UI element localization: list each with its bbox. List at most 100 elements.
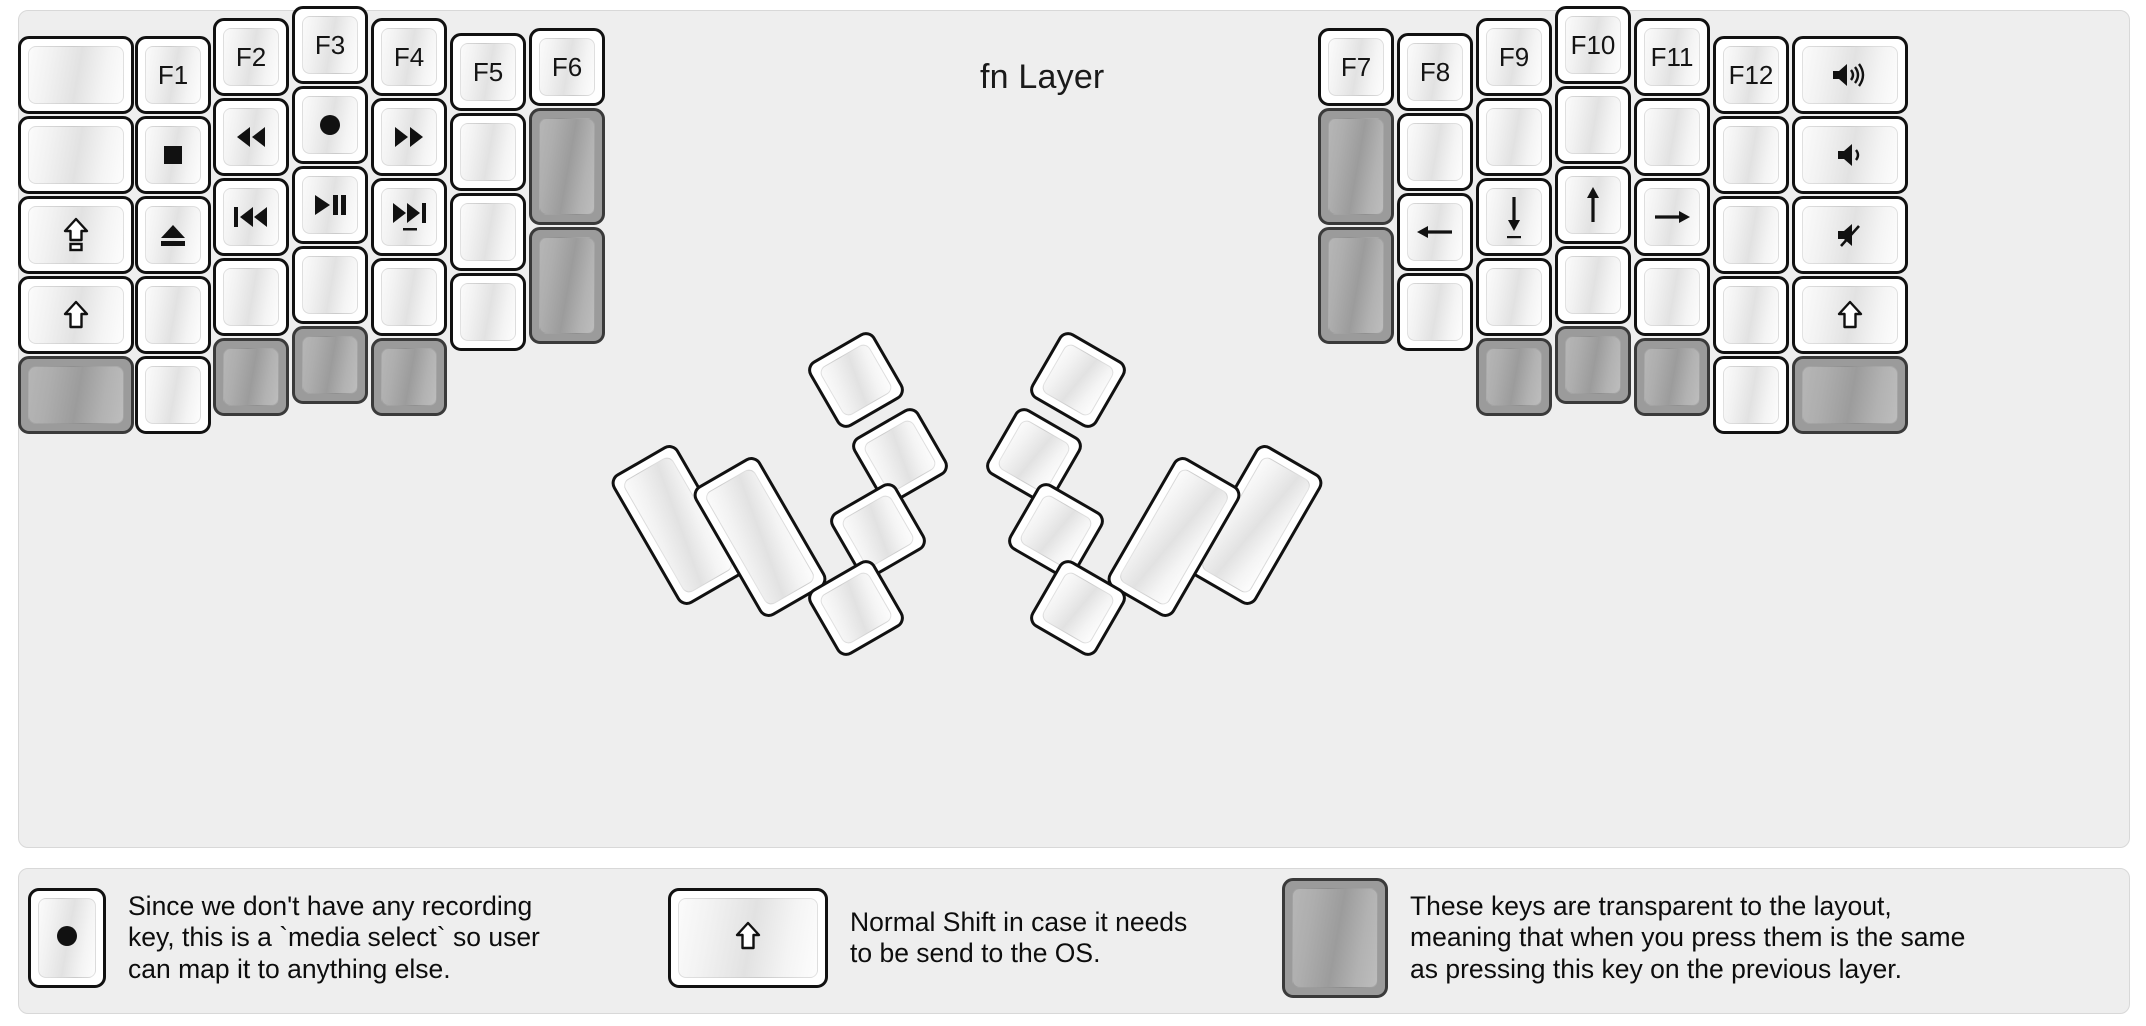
- key-label: F4: [393, 42, 425, 72]
- key-right-pinky-outer-column-1[interactable]: [1792, 116, 1908, 194]
- key-right-middle-column-0[interactable]: F10: [1555, 6, 1631, 84]
- key-cap-surface: [1486, 188, 1542, 246]
- key-cap-surface: [1039, 569, 1117, 647]
- key-right-pinky-outer-column-2[interactable]: [1792, 196, 1908, 274]
- key-left-pinky-outer-column-1[interactable]: [18, 116, 134, 194]
- key-left-thumb-4[interactable]: [826, 479, 930, 583]
- key-left-middle-column-0[interactable]: F3: [292, 6, 368, 84]
- key-right-inner-column-2[interactable]: [1318, 227, 1394, 344]
- key-right-pinky-outer-column-3[interactable]: [1792, 276, 1908, 354]
- key-cap-surface: [28, 46, 124, 104]
- key-cap-surface: [1802, 366, 1898, 424]
- key-right-thumb-4[interactable]: [1004, 479, 1108, 583]
- key-left-ring-column-3[interactable]: [213, 258, 289, 336]
- key-left-middle-column-1[interactable]: [292, 86, 368, 164]
- media-next-track-icon: [390, 201, 428, 233]
- key-left-ring-column-4[interactable]: [213, 338, 289, 416]
- key-cap-surface: [460, 203, 516, 261]
- key-label: F11: [1650, 42, 1694, 72]
- key-cap-surface: [1723, 126, 1779, 184]
- media-record-icon: [315, 110, 345, 140]
- legend-key-sample-0: [28, 888, 106, 988]
- key-cap-surface: [302, 176, 358, 234]
- key-left-index-inner-column-2[interactable]: [450, 193, 526, 271]
- key-left-middle-column-2[interactable]: [292, 166, 368, 244]
- arrow-right-icon: [1652, 205, 1692, 229]
- key-right-pinky-column-1[interactable]: [1713, 116, 1789, 194]
- key-left-index-inner-column-1[interactable]: [450, 113, 526, 191]
- key-left-index-column-4[interactable]: [371, 338, 447, 416]
- key-cap-surface: [1486, 268, 1542, 326]
- key-right-ring-column-4[interactable]: [1634, 338, 1710, 416]
- key-left-index-inner-column-0[interactable]: F5: [450, 33, 526, 111]
- key-right-index-column-2[interactable]: [1476, 178, 1552, 256]
- key-left-inner-column-0[interactable]: F6: [529, 28, 605, 106]
- legend-key-surface: [1292, 888, 1378, 988]
- key-cap-surface: [1407, 123, 1463, 181]
- key-left-pinky-column-3[interactable]: [135, 276, 211, 354]
- key-cap-surface: [302, 96, 358, 154]
- key-right-pinky-column-3[interactable]: [1713, 276, 1789, 354]
- key-left-pinky-column-4[interactable]: [135, 356, 211, 434]
- media-record-icon: [52, 921, 82, 956]
- key-right-index-column-0[interactable]: F9: [1476, 18, 1552, 96]
- key-cap-surface: [1328, 237, 1384, 334]
- key-right-ring-column-1[interactable]: [1634, 98, 1710, 176]
- key-label: F7: [1340, 52, 1372, 82]
- key-right-pinky-column-0[interactable]: F12: [1713, 36, 1789, 114]
- media-stop-icon: [160, 142, 186, 168]
- key-right-index-inner-column-3[interactable]: [1397, 273, 1473, 351]
- key-cap-surface: F1: [145, 46, 201, 104]
- key-right-middle-column-4[interactable]: [1555, 326, 1631, 404]
- key-right-pinky-column-4[interactable]: [1713, 356, 1789, 434]
- key-label: F8: [1419, 57, 1451, 87]
- key-left-ring-column-1[interactable]: [213, 98, 289, 176]
- key-cap-surface: [381, 268, 437, 326]
- key-right-middle-column-1[interactable]: [1555, 86, 1631, 164]
- key-left-index-column-2[interactable]: [371, 178, 447, 256]
- legend-item-shift: Normal Shift in case it needs to be send…: [668, 888, 1187, 988]
- key-left-pinky-outer-column-0[interactable]: [18, 36, 134, 114]
- key-right-index-inner-column-1[interactable]: [1397, 113, 1473, 191]
- key-left-middle-column-3[interactable]: [292, 246, 368, 324]
- key-right-middle-column-2[interactable]: [1555, 166, 1631, 244]
- key-right-ring-column-0[interactable]: F11: [1634, 18, 1710, 96]
- key-cap-surface: [223, 268, 279, 326]
- key-left-pinky-outer-column-4[interactable]: [18, 356, 134, 434]
- key-label: F3: [314, 30, 346, 60]
- key-right-pinky-outer-column-4[interactable]: [1792, 356, 1908, 434]
- key-right-index-column-4[interactable]: [1476, 338, 1552, 416]
- key-cap-surface: [1486, 348, 1542, 406]
- key-left-inner-column-1[interactable]: [529, 108, 605, 225]
- key-left-ring-column-0[interactable]: F2: [213, 18, 289, 96]
- key-left-pinky-column-1[interactable]: [135, 116, 211, 194]
- key-right-ring-column-3[interactable]: [1634, 258, 1710, 336]
- key-left-pinky-outer-column-2[interactable]: [18, 196, 134, 274]
- key-left-inner-column-2[interactable]: [529, 227, 605, 344]
- key-right-middle-column-3[interactable]: [1555, 246, 1631, 324]
- key-left-pinky-column-2[interactable]: [135, 196, 211, 274]
- key-right-index-column-3[interactable]: [1476, 258, 1552, 336]
- key-right-index-inner-column-0[interactable]: F8: [1397, 33, 1473, 111]
- arrow-left-icon: [1415, 220, 1455, 244]
- key-left-pinky-outer-column-3[interactable]: [18, 276, 134, 354]
- key-right-index-column-1[interactable]: [1476, 98, 1552, 176]
- key-cap-surface: F2: [223, 28, 279, 86]
- key-right-inner-column-0[interactable]: F7: [1318, 28, 1394, 106]
- key-left-index-column-1[interactable]: [371, 98, 447, 176]
- key-left-index-column-3[interactable]: [371, 258, 447, 336]
- key-cap-surface: [460, 283, 516, 341]
- legend-key-sample-2: [1282, 878, 1388, 998]
- key-left-index-column-0[interactable]: F4: [371, 18, 447, 96]
- key-left-middle-column-4[interactable]: [292, 326, 368, 404]
- legend-key-surface: [678, 898, 818, 978]
- key-left-ring-column-2[interactable]: [213, 178, 289, 256]
- key-right-inner-column-1[interactable]: [1318, 108, 1394, 225]
- key-left-pinky-column-0[interactable]: F1: [135, 36, 211, 114]
- key-right-ring-column-2[interactable]: [1634, 178, 1710, 256]
- key-right-pinky-outer-column-0[interactable]: [1792, 36, 1908, 114]
- key-right-index-inner-column-2[interactable]: [1397, 193, 1473, 271]
- key-left-index-inner-column-3[interactable]: [450, 273, 526, 351]
- key-cap-surface: [223, 108, 279, 166]
- key-right-pinky-column-2[interactable]: [1713, 196, 1789, 274]
